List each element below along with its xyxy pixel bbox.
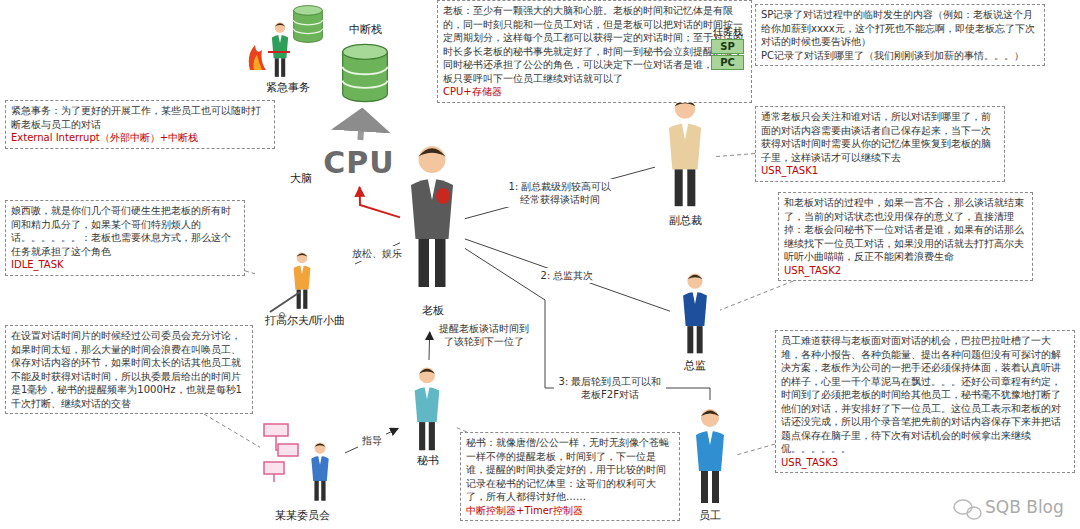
callout-tag: 中断控制器+Timer控制器 [466,504,674,518]
part-label: 大脑 [290,171,312,186]
callout-text: 秘书：就像唐僧/公公一样，无时无刻像个苍蝇一样不停的提醒老板，时间到了，下一位是… [466,436,674,504]
node-label: 总监 [684,358,706,373]
figure-node: 紧急事务 [245,5,330,97]
callout-tag: USR_TASK1 [761,164,999,178]
figure-node: 总监 [670,265,720,375]
connector [428,332,430,360]
edge-label: 提醒老板谈话时间到了该轮到下一位了 [437,321,531,349]
edge-label: 指导 [358,433,386,448]
callout-text: 和老板对话的过程中，如果一言不合，那么谈话就结束了，当前的对话状态也没用保存的意… [784,196,1027,264]
leader-line [735,444,775,455]
employee-figure [696,409,724,503]
callout-box: 在设置对话时间片的时候经过公司委员会充分讨论，如果时间太短，那么大量的时间会浪费… [5,325,253,414]
node-label: PC [711,55,744,70]
callout-box: 娘西嗷，就是你们几个哥们硬生生把老板的所有时间和精力瓜分了，如果某个哥们特别烦人… [5,200,245,276]
golf-figure [270,252,310,317]
callout-tag: IDLE_TASK [11,258,239,272]
node-label: 某某委员会 [275,508,330,523]
node-label: SP [711,39,744,54]
edge-label: 3: 最后轮到员工可以和老板F2F对话 [554,374,666,402]
figure-node: 打高尔夫/听小曲 [255,245,355,330]
callout-text: 老板：至少有一颗强大的大脑和心脏。老板的时间和记忆体是有限的，同一时刻只能和一位… [443,4,746,85]
callout-box: 员工难道获得与老板面对面对话的机会，巴拉巴拉吐槽了一大堆，各种小报告、各种负能量… [775,330,1075,473]
edge-label: 1: 副总裁级别较高可以经常获得谈话时间 [506,179,614,207]
watermark-icon [954,500,981,519]
leader-line [720,281,793,310]
interrupt-stack-icon [343,44,388,101]
callout-text: SP记录了对话过程中的临时发生的内容（例如：老板说这个月给你加薪到xxxx元，这… [761,8,1039,49]
callout-box: 和老板对话的过程中，如果一言不合，那么谈话就结束了，当前的对话状态也没用保存的意… [778,192,1033,281]
callout-text: 紧急事务：为了更好的开展工作，某些员工也可以随时打断老板与员工的对话 [11,104,269,131]
node-label: CPU [323,145,394,180]
node-label: 员工 [699,508,721,523]
callout-text: 娘西嗷，就是你们几个哥们硬生生把老板的所有时间和精力瓜分了，如果某个哥们特别烦人… [11,204,239,258]
connector [345,428,398,452]
leader-line [715,154,755,157]
callout-tag: USR_TASK3 [781,456,1069,470]
watermark: SQB Blog [985,497,1064,517]
boss-figure [411,146,453,287]
figure-node: 老板 [400,125,465,330]
callout-box: 老板：至少有一颗强大的大脑和心脏。老板的时间和记忆体是有限的，同一时刻只能和一位… [437,0,752,103]
director-figure [683,273,707,353]
node-label: 秘书 [417,453,439,468]
task-stack: 任务栈SPPC [705,25,750,71]
leader-line [245,271,255,274]
figure-node: 副总裁 [655,88,715,230]
callout-tag: PC记录了对话到哪里了（我们刚刚谈到加薪的事情。。。） [761,49,1039,63]
committee-figure [264,424,329,501]
callout-text: 员工难道获得与老板面对面对话的机会，巴拉巴拉吐槽了一大堆，各种小报告、各种负能量… [781,334,1069,456]
cpu-node: CPU [320,140,398,185]
vp-figure [669,98,701,206]
callout-box: SP记录了对话过程中的临时发生的内容（例如：老板说这个月给你加薪到xxxx元，这… [755,4,1045,66]
leader-line [204,414,260,447]
callout-text: 在设置对话时间片的时候经过公司委员会充分讨论，如果时间太短，那么大量的时间会浪费… [11,329,247,410]
secretary-figure [415,368,440,451]
edge-label: 放松、娱乐 [350,246,404,261]
callout-box: 通常老板只会关注和谁对话，所以对话到哪里了，前面的对话内容需要由谈话者自己保存起… [755,106,1005,182]
stack-icon-node: 中断栈 [330,22,400,108]
edge-label: 2: 总监其次 [535,268,599,283]
node-label: 副总裁 [669,213,702,228]
figure-node: 某某委员会 [260,420,345,525]
callout-tag: External Interrupt（外部中断）+中断栈 [11,131,269,145]
node-label: 中断栈 [349,22,382,37]
connector [360,110,362,140]
callout-tag: CPU+存储器 [443,85,746,99]
callout-box: 秘书：就像唐僧/公公一样，无时无刻像个苍蝇一样不停的提醒老板，时间到了，下一位是… [460,432,680,521]
node-label: 老板 [422,303,444,318]
callout-text: 通常老板只会关注和谁对话，所以对话到哪里了，前面的对话内容需要由谈话者自己保存起… [761,110,999,164]
callout-box: 紧急事务：为了更好的开展工作，某些员工也可以随时打断老板与员工的对话Extern… [5,100,275,149]
node-label: 任务栈 [705,25,750,38]
connector [465,167,655,219]
connector [465,239,670,311]
node-label: 打高尔夫/听小曲 [265,313,346,328]
figure-node: 秘书 [400,360,455,470]
connector [360,187,400,217]
callout-tag: USR_TASK2 [784,264,1027,278]
emergency-icon [249,6,323,77]
node-label: 紧急事务 [266,80,310,95]
figure-node: 员工 [685,400,735,525]
